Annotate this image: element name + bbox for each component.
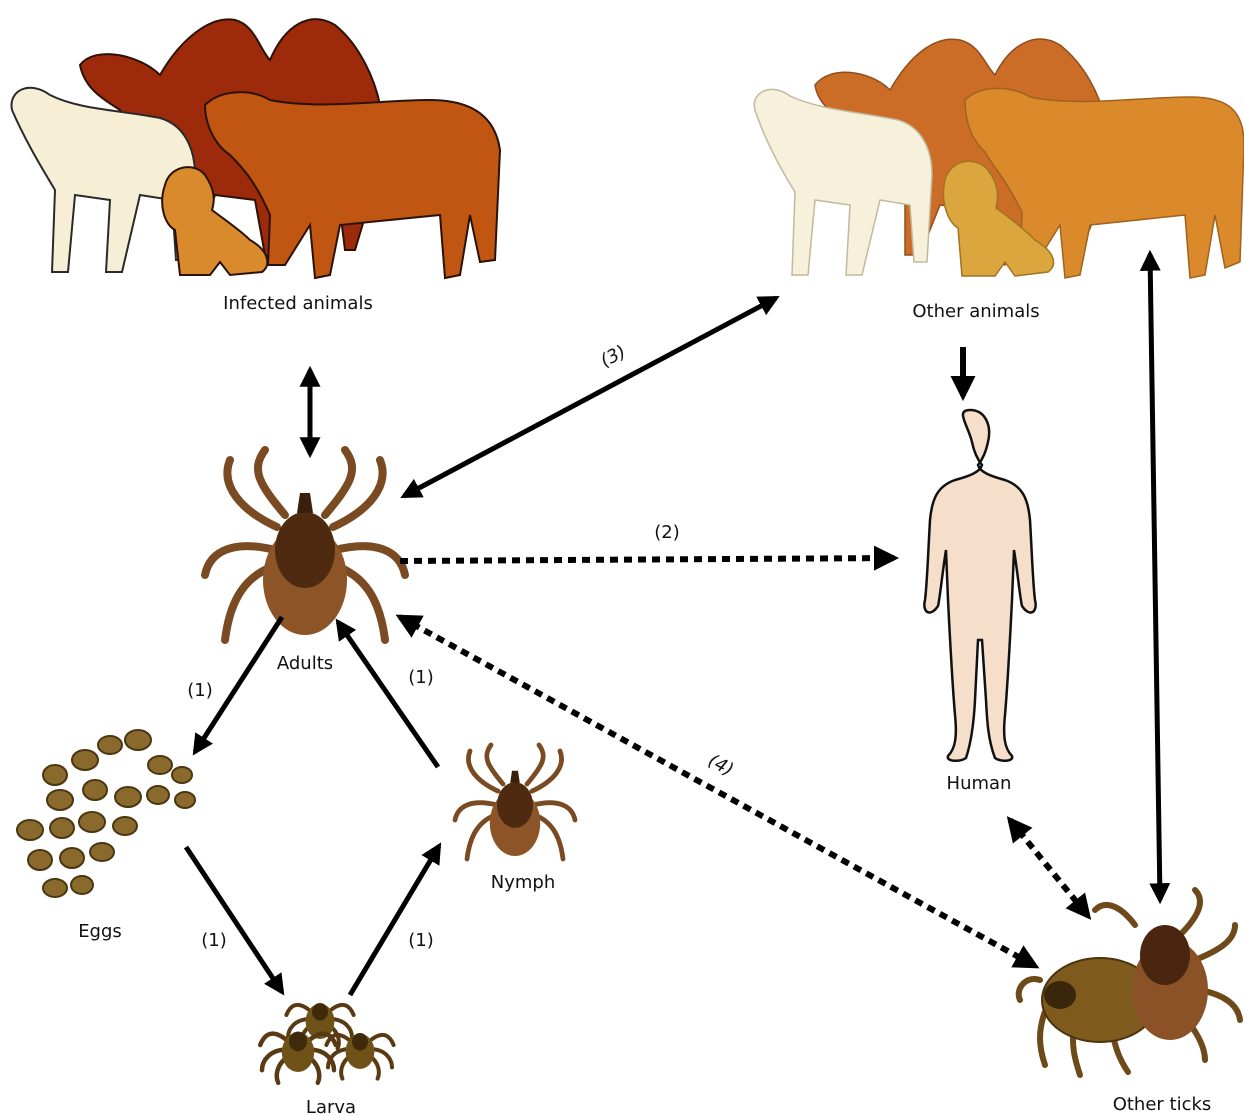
eggs-label: Eggs xyxy=(78,921,122,942)
arrow-adults-other-animals xyxy=(404,298,776,496)
edge-label-adults-eggs: (1) xyxy=(187,680,213,701)
nymph-label: Nymph xyxy=(491,872,556,893)
edge-label-adults-other-ticks: (4) xyxy=(705,750,737,781)
other-animals-label: Other animals xyxy=(912,301,1039,322)
other-animals-illustration xyxy=(754,39,1244,278)
edge-label-adults-human: (2) xyxy=(654,522,680,543)
arrow-eggs-larva xyxy=(186,847,282,992)
larva-icon xyxy=(260,1003,393,1083)
human-icon xyxy=(924,410,1035,761)
edge-label-eggs-larva: (1) xyxy=(201,930,227,951)
adults-label: Adults xyxy=(277,653,333,674)
infected-animals-label: Infected animals xyxy=(223,293,373,314)
human-label: Human xyxy=(947,773,1012,794)
infected-animals-illustration xyxy=(12,19,500,278)
arrow-human-other-ticks xyxy=(1010,820,1088,916)
arrow-other-animals-other-ticks xyxy=(1150,254,1160,900)
edge-label-adults-other-animals: (3) xyxy=(597,341,629,372)
arrow-nymph-adults xyxy=(338,622,438,767)
other-ticks-icon xyxy=(1019,890,1240,1075)
edge-label-nymph-adults: (1) xyxy=(408,667,434,688)
nymph-tick-icon xyxy=(455,745,575,859)
arrow-adults-human xyxy=(400,558,894,561)
egg-cluster-icon xyxy=(17,730,195,897)
other-ticks-label: Other ticks xyxy=(1113,1094,1212,1115)
arrow-larva-nymph xyxy=(350,846,439,995)
edge-label-larva-nymph: (1) xyxy=(408,930,434,951)
larva-label: Larva xyxy=(306,1097,356,1115)
adult-tick-icon xyxy=(205,450,405,640)
